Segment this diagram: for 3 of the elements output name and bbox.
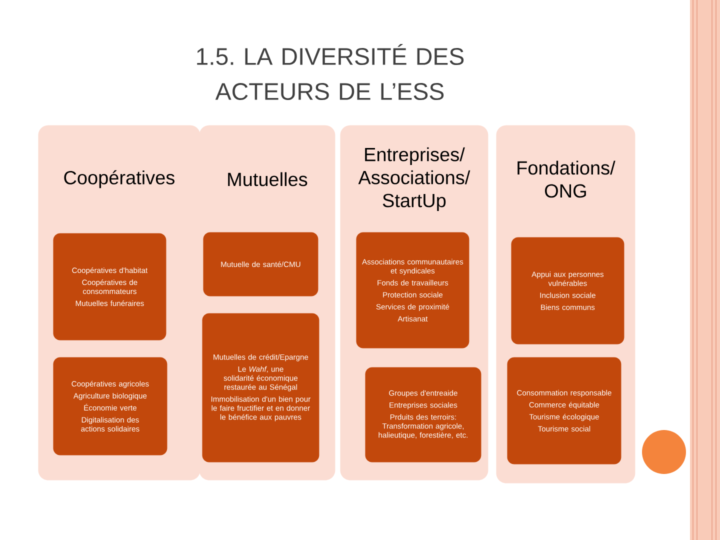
title: 1.5. LA DIVERSITÉ DES ACTEURS DE L’ESS: [197, 44, 464, 100]
node-label: Coopératives: [64, 170, 174, 188]
node-label: Mutuelles: [228, 172, 308, 186]
